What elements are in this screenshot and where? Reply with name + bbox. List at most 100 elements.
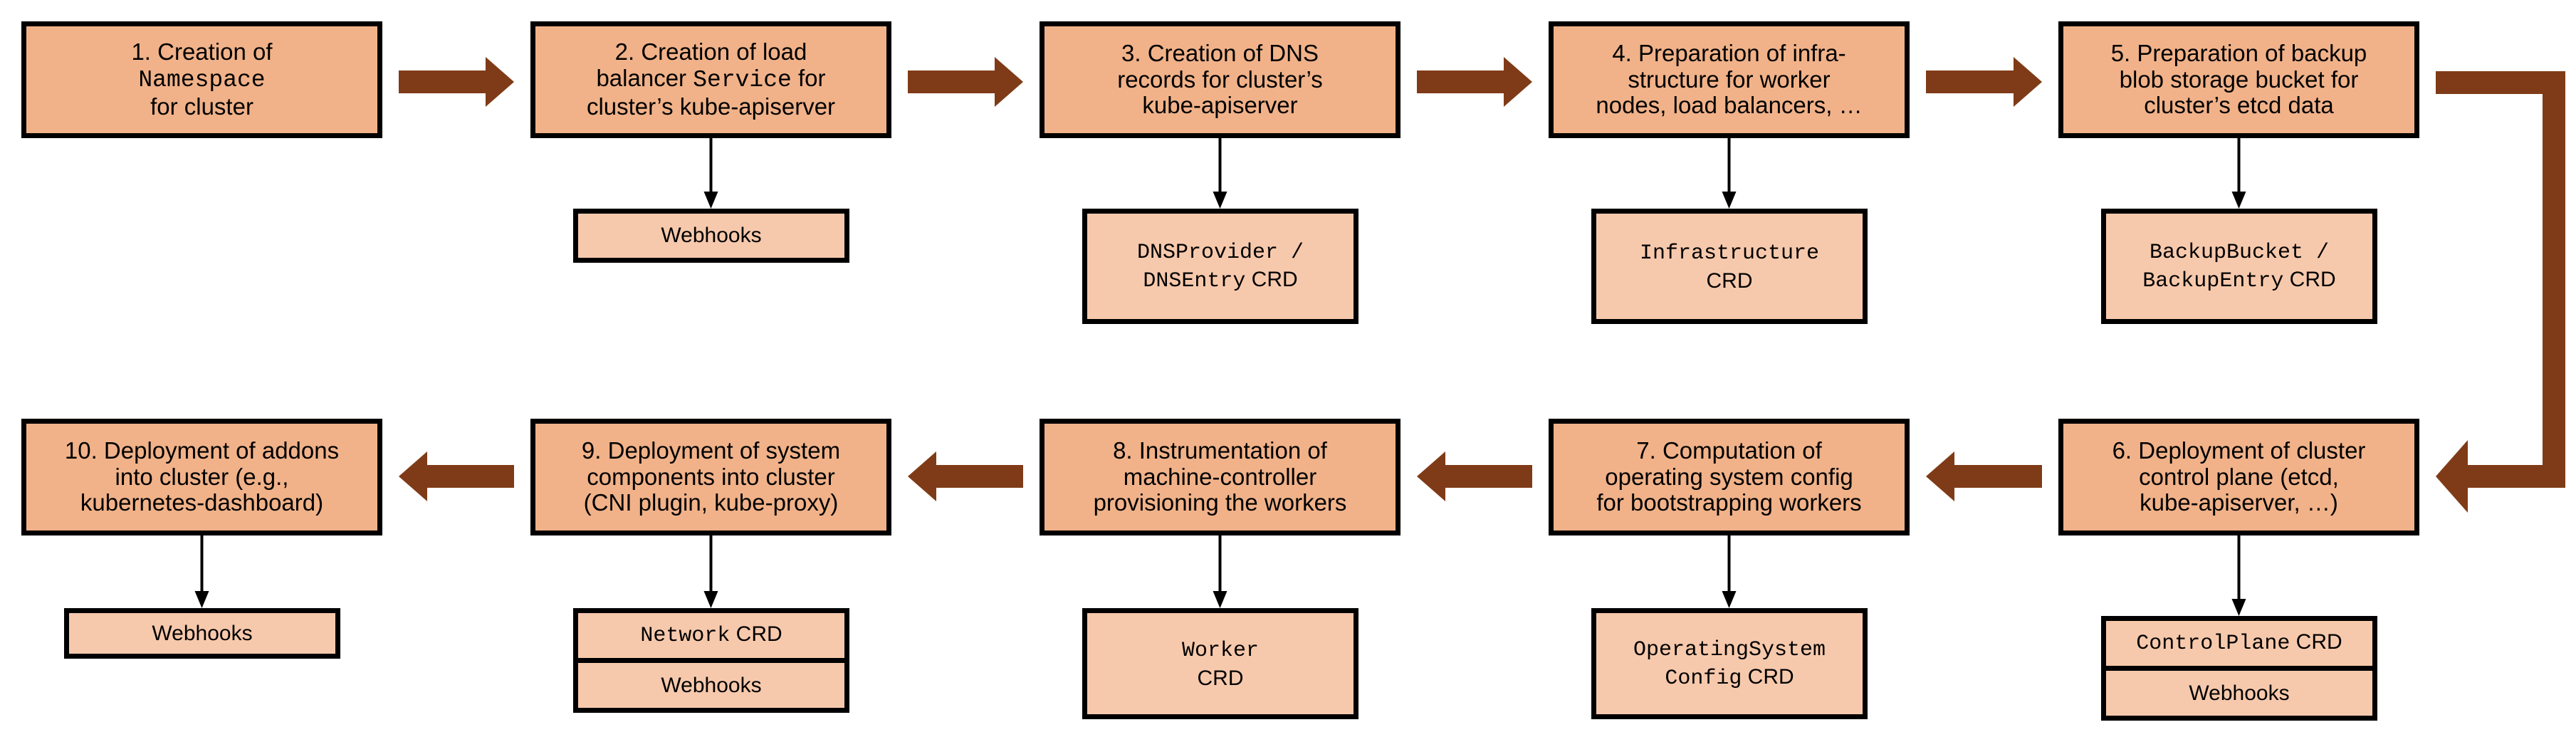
text-line: ControlPlane CRD — [2136, 629, 2342, 658]
text-line: 6. Deployment of cluster — [2112, 437, 2366, 464]
component-box-3: DNSProvider /DNSEntry CRD — [1082, 209, 1358, 324]
flow-arrow-left-icon — [1926, 451, 2042, 501]
text-segment: 3. Creation of DNS — [1121, 39, 1319, 66]
component-cell: Webhooks — [69, 613, 335, 654]
connector-arrowhead-icon — [703, 591, 718, 608]
text-line: cluster’s etcd data — [2144, 92, 2334, 119]
connector-arrowhead-icon — [1722, 192, 1737, 209]
text-line: operating system config — [1605, 464, 1853, 491]
text-segment: 8. Instrumentation of — [1113, 437, 1327, 464]
text-line: (CNI plugin, kube-proxy) — [584, 489, 839, 516]
component-cell: Webhooks — [578, 214, 844, 258]
text-line: 1. Creation of — [131, 38, 272, 66]
text-segment: cluster’s kube-apiserver — [586, 93, 836, 120]
text-segment: CRD — [730, 622, 782, 647]
text-line: nodes, load balancers, … — [1596, 92, 1862, 119]
text-segment: 9. Deployment of system — [581, 437, 841, 464]
text-line: components into cluster — [587, 464, 835, 491]
component-cell: ControlPlane CRD — [2106, 621, 2372, 666]
text-line: Worker — [1182, 636, 1259, 665]
code-term: Network — [640, 624, 731, 649]
connector-arrowhead-icon — [2231, 599, 2246, 616]
code-term: Worker — [1181, 639, 1260, 663]
text-line: 3. Creation of DNS — [1121, 39, 1319, 67]
text-line: BackupBucket / — [2150, 238, 2329, 267]
component-cell: Network CRD — [578, 613, 844, 658]
text-segment: 7. Computation of — [1636, 437, 1822, 464]
text-segment: CRD — [2290, 630, 2342, 654]
text-line: DNSEntry CRD — [1143, 266, 1297, 296]
text-line: Infrastructure — [1640, 239, 1819, 268]
text-line: into cluster (e.g., — [115, 464, 289, 491]
text-line: CRD — [1707, 268, 1753, 295]
text-line: kubernetes-dashboard) — [80, 489, 324, 516]
component-cell: BackupBucket /BackupEntry CRD — [2106, 214, 2372, 319]
text-line: kube-apiserver — [1142, 92, 1298, 119]
text-segment: CRD — [1197, 666, 1244, 690]
text-segment: kubernetes-dashboard) — [80, 489, 324, 516]
text-segment: Webhooks — [2189, 681, 2290, 705]
code-term: OperatingSystem — [1633, 637, 1826, 662]
text-line: 2. Creation of load — [614, 38, 807, 66]
connector-arrowhead-icon — [194, 591, 209, 608]
connector-arrowhead-icon — [703, 192, 718, 209]
code-term: Service — [693, 67, 792, 94]
text-segment: 6. Deployment of cluster — [2112, 437, 2366, 464]
text-line: control plane (etcd, — [2139, 464, 2339, 491]
code-term: DNSProvider / — [1136, 240, 1304, 265]
flow-arrow-right-icon — [908, 57, 1023, 107]
code-term: DNSEntry — [1143, 269, 1246, 293]
text-segment: Webhooks — [661, 673, 762, 697]
text-segment: kube-apiserver — [1142, 92, 1298, 119]
text-line: for bootstrapping workers — [1596, 489, 1861, 516]
text-line: 7. Computation of — [1636, 437, 1822, 464]
text-line: balancer Service for — [596, 65, 826, 94]
text-segment: machine-controller — [1123, 463, 1317, 490]
text-segment: blob storage bucket for — [2119, 66, 2359, 93]
text-line: Webhooks — [152, 620, 252, 647]
text-segment: 4. Preparation of infra- — [1612, 39, 1846, 66]
text-segment: for — [791, 65, 826, 92]
component-box-2: Webhooks — [573, 209, 849, 263]
code-term: Infrastructure — [1639, 241, 1820, 266]
text-segment: provisioning the workers — [1093, 489, 1347, 516]
code-term: BackupEntry — [2142, 269, 2284, 293]
text-line: CRD — [1198, 665, 1244, 692]
text-line: Network CRD — [640, 621, 782, 650]
text-line: structure for worker — [1628, 66, 1831, 93]
text-segment: CRD — [2283, 268, 2336, 291]
text-line: Webhooks — [661, 672, 761, 699]
text-line: OperatingSystem — [1633, 635, 1826, 664]
code-term: ControlPlane — [2136, 632, 2290, 657]
connector-arrowhead-icon — [2231, 192, 2246, 209]
text-line: kube-apiserver, …) — [2140, 489, 2338, 516]
connector-arrowhead-icon — [1722, 591, 1737, 608]
text-segment: kube-apiserver, …) — [2140, 489, 2338, 516]
text-segment: CRD — [1706, 268, 1753, 293]
text-line: Webhooks — [661, 222, 761, 249]
text-line: Config CRD — [1665, 664, 1794, 693]
text-line: records for cluster’s — [1117, 66, 1323, 93]
connector-arrowhead-icon — [1213, 591, 1227, 608]
text-line: blob storage bucket for — [2119, 66, 2359, 93]
text-segment: structure for worker — [1628, 66, 1831, 93]
text-segment: 2. Creation of load — [614, 38, 807, 66]
code-term: BackupBucket / — [2149, 240, 2330, 265]
text-line: provisioning the workers — [1093, 489, 1347, 516]
step-box-4: 4. Preparation of infra-structure for wo… — [1549, 21, 1910, 138]
text-line: for cluster — [150, 93, 253, 120]
component-cell: Webhooks — [578, 658, 844, 708]
text-segment: control plane (etcd, — [2139, 463, 2339, 490]
component-box-10: Webhooks — [64, 608, 340, 659]
flow-arrow-left-icon — [1417, 451, 1532, 501]
text-line: BackupEntry CRD — [2142, 266, 2335, 296]
text-segment: 5. Preparation of backup — [2110, 39, 2367, 66]
flow-arrow-left-icon — [399, 451, 514, 501]
text-segment: CRD — [1742, 665, 1794, 689]
component-cell: DNSProvider /DNSEntry CRD — [1087, 214, 1354, 319]
